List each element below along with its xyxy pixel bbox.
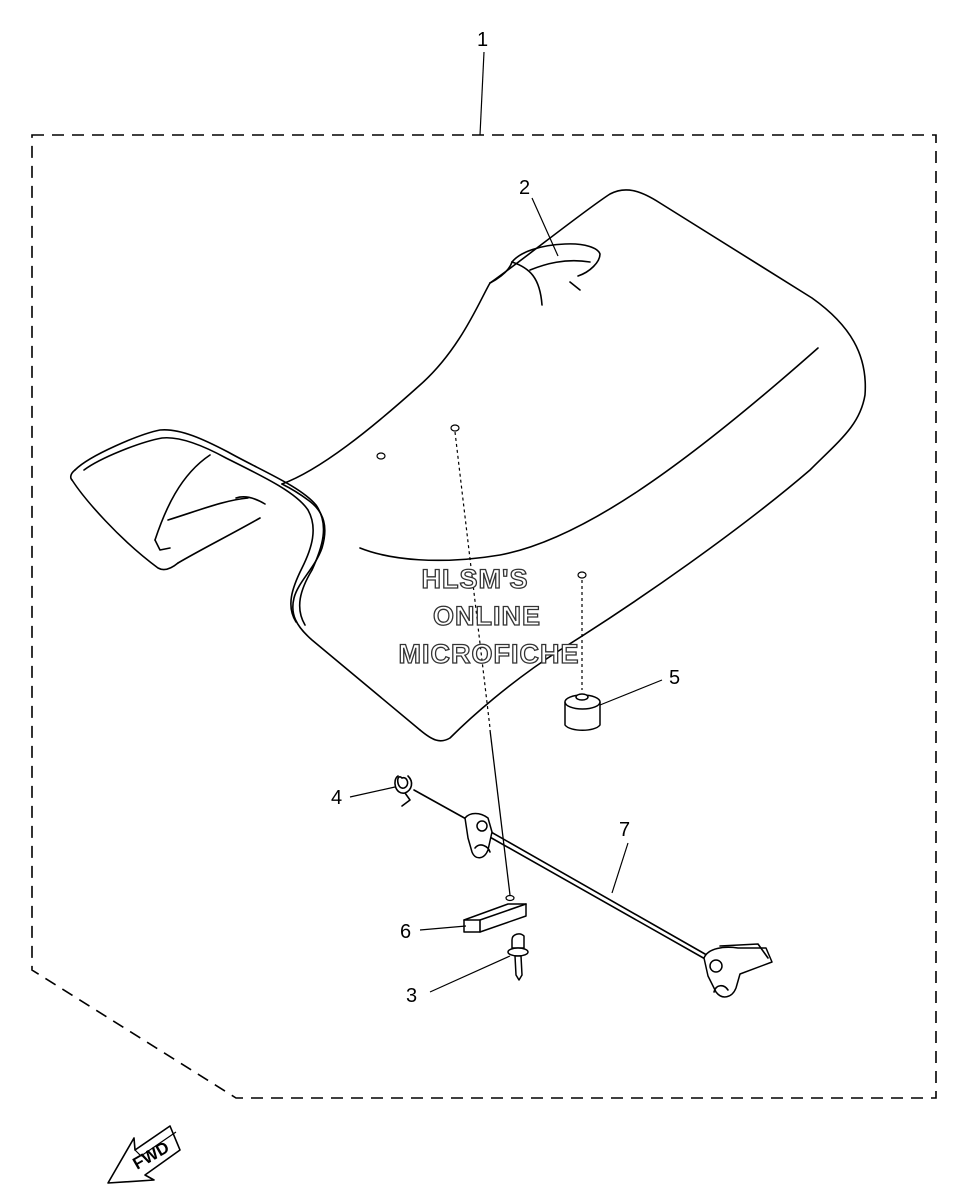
leader-line-2 <box>531 197 559 257</box>
damper-part[interactable] <box>564 693 601 731</box>
callout-1[interactable]: 1 <box>477 29 488 51</box>
leader-line-4 <box>349 786 396 798</box>
leader-line-6 <box>419 925 467 931</box>
callout-4[interactable]: 4 <box>331 787 342 809</box>
plate-part[interactable] <box>463 894 527 933</box>
watermark-line-2: ONLINE <box>433 601 541 631</box>
leader-line-3 <box>429 955 511 993</box>
callout-5[interactable]: 5 <box>669 667 680 689</box>
callout-7[interactable]: 7 <box>619 819 630 841</box>
rivet-part[interactable] <box>507 933 529 981</box>
watermark-line-3: MICROFICHE <box>399 639 580 669</box>
alignment-line-rivet-lower <box>489 729 511 896</box>
watermark: HLSM'S ONLINE MICROFICHE <box>398 563 580 669</box>
leader-line-5 <box>599 679 663 706</box>
forward-arrow-icon: FWD <box>107 1125 181 1184</box>
callout-6[interactable]: 6 <box>400 921 411 943</box>
spring-part[interactable] <box>394 775 469 821</box>
callout-2[interactable]: 2 <box>519 177 530 199</box>
watermark-line-1: HLSM'S <box>422 564 529 594</box>
alignment-line-rivet <box>454 431 491 729</box>
callout-3[interactable]: 3 <box>406 985 417 1007</box>
assembly-boundary <box>31 134 937 1099</box>
seat-assembly[interactable] <box>69 189 867 742</box>
leader-line-7 <box>611 842 629 894</box>
hinge-rod-part[interactable] <box>464 812 773 998</box>
leader-line-1 <box>479 51 485 136</box>
